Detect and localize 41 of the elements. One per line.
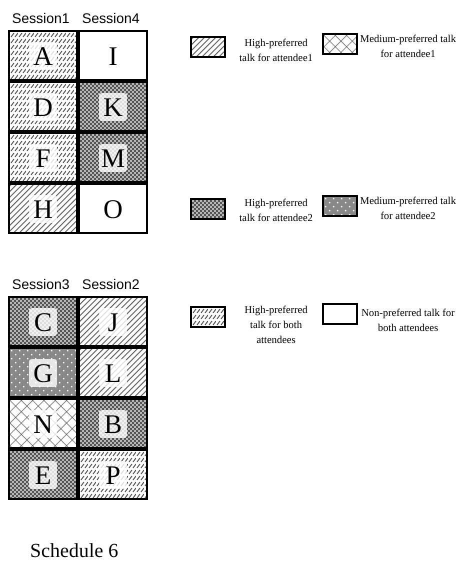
schedule-cell <box>8 30 78 81</box>
schedule-cell <box>78 398 148 449</box>
talk-letter: H <box>29 194 57 222</box>
session-header: Session1 <box>12 10 70 26</box>
schedule-cell <box>8 347 78 398</box>
legend-text: High-preferred talk for attendee2 <box>238 197 314 226</box>
talk-letter: G <box>29 358 57 386</box>
schedule-cell <box>78 132 148 183</box>
talk-letter: K <box>99 92 127 120</box>
schedule-cell <box>8 81 78 132</box>
schedule-cell <box>8 398 78 449</box>
schedule-cell <box>8 296 78 347</box>
schedule-cell <box>78 81 148 132</box>
talk-letter: E <box>29 460 57 488</box>
legend-text: Medium-preferred talk for attendee1 <box>359 33 457 62</box>
talk-letter: F <box>29 144 57 172</box>
schedule-cell <box>8 183 78 234</box>
talk-letter: B <box>99 410 127 438</box>
schedule-cell <box>8 449 78 500</box>
schedule-cell <box>78 296 148 347</box>
caption: Schedule 6 <box>30 540 118 563</box>
session-header: Session4 <box>82 10 140 26</box>
talk-letter: A <box>29 42 57 70</box>
legend-text: High-preferred talk for attendee1 <box>238 37 314 66</box>
schedule-cell <box>78 347 148 398</box>
legend-text: Medium-preferred talk for attendee2 <box>359 195 457 224</box>
legend-text: Non-preferred talk for both attendees <box>360 307 456 336</box>
legend-text: High-preferred talk for both attendees <box>244 304 308 348</box>
talk-letter: J <box>99 308 127 336</box>
schedule-cell <box>78 183 148 234</box>
schedule-cell <box>78 449 148 500</box>
talk-letter: D <box>29 92 57 120</box>
schedule-cell <box>8 132 78 183</box>
talk-letter: N <box>29 410 57 438</box>
talk-letter: L <box>99 358 127 386</box>
talk-letter: P <box>99 460 127 488</box>
session-header: Session3 <box>12 276 70 292</box>
session-header: Session2 <box>82 276 140 292</box>
talk-letter: C <box>29 308 57 336</box>
talk-letter: M <box>99 144 127 172</box>
schedule-cell <box>78 30 148 81</box>
